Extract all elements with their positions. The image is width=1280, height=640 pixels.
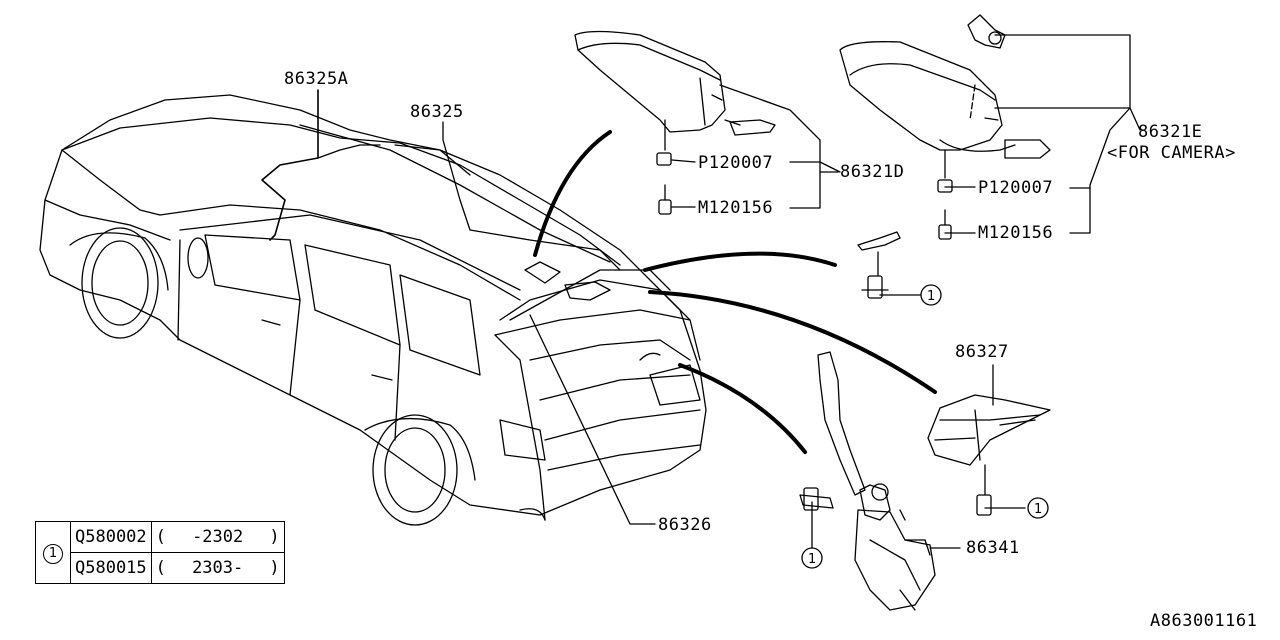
callout-86341[interactable]: 86341 xyxy=(966,538,1020,558)
reference-circles xyxy=(801,284,1049,569)
bracket-86341[interactable] xyxy=(799,351,936,611)
part-number-cell[interactable]: Q580002 xyxy=(70,521,152,553)
range-cell: (2303-) xyxy=(150,552,285,584)
callout-86325[interactable]: 86325 xyxy=(410,102,464,122)
range-value: -2302 xyxy=(192,527,244,547)
callout-86321d[interactable]: 86321D xyxy=(840,162,905,182)
ref-circle-bracket xyxy=(801,547,823,569)
ref-circle-text: 1 xyxy=(808,552,816,567)
diagram-code: A863001161 xyxy=(1150,611,1258,631)
table-row[interactable]: 1 Q580002 ( -2302) xyxy=(35,521,285,584)
ref-circle-text: 1 xyxy=(927,289,935,304)
ref-mark-cell: 1 xyxy=(35,521,71,584)
leader-lines xyxy=(261,34,1141,549)
range-open: ( xyxy=(155,527,166,547)
callout-m120156[interactable]: M120156 xyxy=(698,198,774,218)
range-close: ) xyxy=(269,527,280,547)
part-number-cell[interactable]: Q580015 xyxy=(70,552,152,584)
camera-antenna-86321e[interactable] xyxy=(839,14,1051,240)
reference-table: 1 Q580002 ( -2302) Q580015 (2303-) xyxy=(35,521,285,584)
callout-m120156-camera[interactable]: M120156 xyxy=(978,223,1054,243)
callout-p120007-camera[interactable]: P120007 xyxy=(978,178,1054,198)
ref-mark: 1 xyxy=(43,543,63,564)
range-close: ) xyxy=(269,558,280,578)
range-open: ( xyxy=(155,558,166,578)
roof-antenna-86321d[interactable] xyxy=(574,30,776,215)
ref-circle-text: 1 xyxy=(1034,502,1042,517)
callout-86325a[interactable]: 86325A xyxy=(284,69,349,89)
clip-and-bolt[interactable] xyxy=(857,231,901,299)
module-86327[interactable] xyxy=(927,394,1051,516)
callout-86327[interactable]: 86327 xyxy=(955,342,1009,362)
table-row[interactable]: Q580015 (2303-) xyxy=(36,552,285,584)
ref-circle-module xyxy=(1027,497,1049,519)
callout-p120007[interactable]: P120007 xyxy=(698,153,774,173)
range-cell: ( -2302) xyxy=(150,521,285,553)
vehicle-drawing xyxy=(39,94,707,526)
callout-86326[interactable]: 86326 xyxy=(658,515,712,535)
range-value: 2303- xyxy=(192,558,244,578)
ref-circle-clip xyxy=(920,284,942,306)
callout-for-camera-note: <FOR CAMERA> xyxy=(1107,143,1236,163)
callout-86321e[interactable]: 86321E xyxy=(1138,122,1203,142)
